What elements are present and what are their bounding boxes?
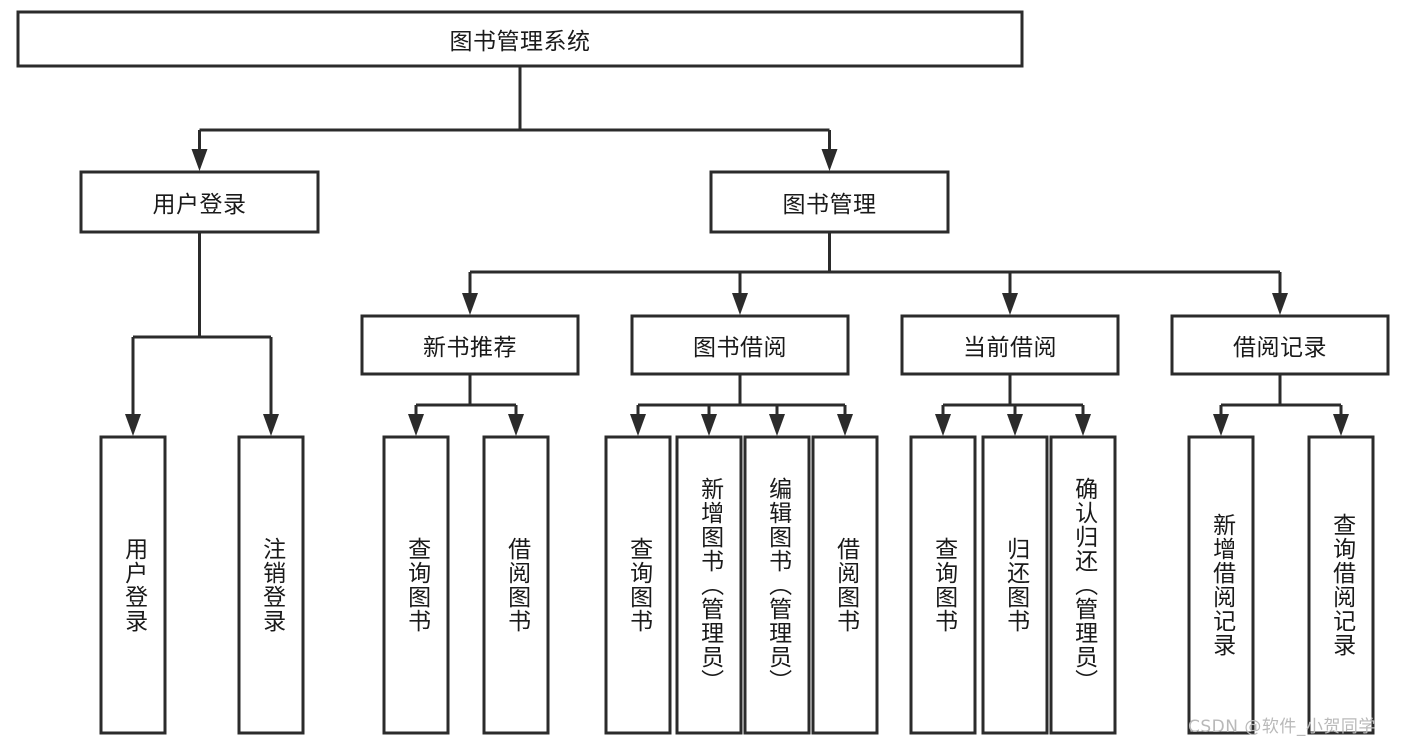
node-box-leaf-borrow-book[interactable] [811,435,879,735]
node-box-user-login[interactable] [79,170,320,234]
node-boxes [16,10,1390,735]
arrow-head-icon [508,414,524,436]
arrow-head-icon [125,414,141,436]
node-box-borrow-records[interactable] [1170,314,1390,376]
arrow-head-icon [701,414,717,436]
arrow-head-icon [1272,293,1288,315]
arrow-head-icon [935,414,951,436]
node-box-leaf-query-book-current[interactable] [909,435,977,735]
node-box-root[interactable] [16,10,1024,68]
arrow-head-icon [1002,293,1018,315]
node-box-leaf-user-login[interactable] [99,435,167,735]
node-box-leaf-confirm-return-admin[interactable] [1049,435,1117,735]
arrow-head-icon [408,414,424,436]
node-box-leaf-query-borrow-record[interactable] [1307,435,1375,735]
arrow-head-icon [630,414,646,436]
node-box-book-management[interactable] [709,170,950,234]
arrow-head-icon [1213,414,1229,436]
node-box-leaf-return-book[interactable] [981,435,1049,735]
node-box-leaf-user-logout[interactable] [237,435,305,735]
arrow-head-icon [732,293,748,315]
csdn-watermark: CSDN @软件_小贺同学 [1188,717,1376,737]
arrow-head-icon [1333,414,1349,436]
node-box-leaf-query-book-recommend[interactable] [382,435,450,735]
node-box-current-borrow[interactable] [900,314,1120,376]
node-box-leaf-add-book-admin[interactable] [675,435,743,735]
arrow-head-icon [1075,414,1091,436]
node-box-leaf-query-book-borrow[interactable] [604,435,672,735]
arrow-head-icon [821,149,838,171]
arrow-head-icon [462,293,478,315]
node-box-leaf-borrow-book-recommend[interactable] [482,435,550,735]
node-box-leaf-add-borrow-record[interactable] [1187,435,1255,735]
connector-lines [125,66,1349,436]
node-box-new-book-recommend[interactable] [360,314,580,376]
arrow-head-icon [837,414,853,436]
arrow-head-icon [1007,414,1023,436]
arrow-head-icon [263,414,279,436]
arrow-head-icon [769,414,785,436]
node-box-leaf-edit-book-admin[interactable] [743,435,811,735]
arrow-head-icon [191,149,208,171]
node-box-book-borrow[interactable] [630,314,850,376]
